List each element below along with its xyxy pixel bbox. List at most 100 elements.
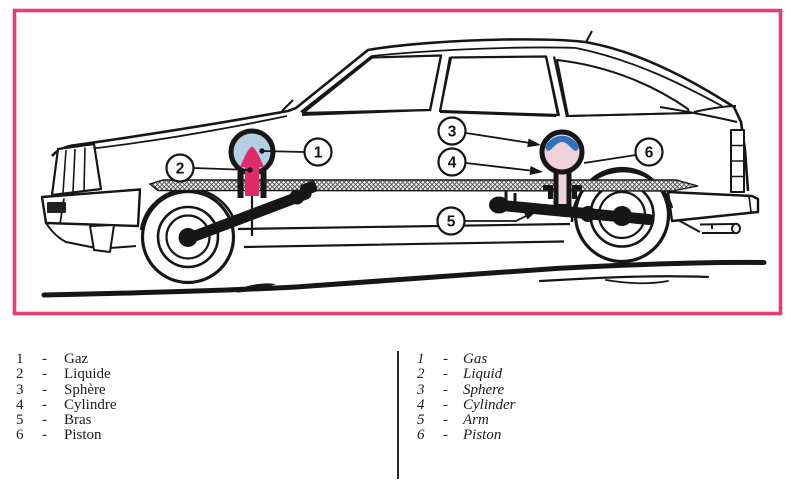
legend-dash: - xyxy=(42,396,47,413)
legend-label: Liquide xyxy=(64,366,111,383)
frame-border xyxy=(12,8,783,316)
rear-piston-liquid xyxy=(558,170,567,204)
front-wheel xyxy=(140,189,236,285)
legend-label: Liquid xyxy=(463,366,503,383)
legend-dash: - xyxy=(443,412,448,429)
legend-dash: - xyxy=(443,427,448,444)
roof-inner-line xyxy=(371,46,577,57)
legend-en-row-6: 6 -Piston xyxy=(417,427,516,444)
legend-dash: - xyxy=(42,351,47,367)
rear-bumper xyxy=(666,190,760,223)
rear-sphere xyxy=(539,129,585,175)
callout-4: 4 xyxy=(437,147,543,177)
legend-label: Arm xyxy=(463,412,489,429)
legend-label: Piston xyxy=(463,427,502,444)
suspension-mechanicals xyxy=(178,165,655,247)
c-pillar xyxy=(544,55,569,118)
legend-label: Gaz xyxy=(64,351,89,367)
rear-door-window xyxy=(438,55,560,117)
body-outline xyxy=(51,38,750,192)
wiper xyxy=(281,99,294,112)
rocker-line-upper xyxy=(237,222,571,231)
legend-label: Cylinder xyxy=(463,396,516,413)
callout-5-arrow xyxy=(523,210,537,220)
callout-4-number: 4 xyxy=(448,155,457,172)
legend-fr-row-5: 5-Bras xyxy=(16,412,117,429)
front-hub xyxy=(178,228,198,247)
legend-en-row-3: 3-Sphere xyxy=(417,381,516,398)
legend-en-row-2: 2 -Liquid xyxy=(417,366,516,383)
legend-dash: - xyxy=(42,412,47,429)
rocker-line-lower xyxy=(243,240,565,249)
legend-en-row-1: 1 -Gas xyxy=(417,351,516,367)
hood-crease xyxy=(79,115,288,151)
rear-mudflap xyxy=(677,219,701,233)
callout-2-number: 2 xyxy=(176,161,185,178)
legend-dash: - xyxy=(443,351,448,367)
front-suspension-arm xyxy=(181,180,318,245)
callout-6-number: 6 xyxy=(645,145,654,162)
beltline xyxy=(301,105,737,117)
legend-fr-row-4: 4-Cylindre xyxy=(16,396,117,413)
callout-4-arrow xyxy=(529,166,543,175)
legend-number: 2 xyxy=(16,366,24,383)
legend-number: 5 xyxy=(417,412,425,429)
callout-1-dot xyxy=(259,148,265,154)
callout-3: 3 xyxy=(437,116,541,148)
front-bumper xyxy=(40,188,142,228)
legend-dash: - xyxy=(42,366,47,383)
legend-divider xyxy=(397,351,399,479)
legend-number: 6 xyxy=(16,427,24,444)
legend-fr-row-2: 2 -Liquide xyxy=(16,366,117,383)
front-underline xyxy=(109,245,137,249)
legend-number: 1 xyxy=(417,351,425,367)
legend-number: 3 xyxy=(417,381,425,398)
taillight-segments xyxy=(731,144,744,178)
legend-dash: - xyxy=(443,366,448,383)
callout-1-number: 1 xyxy=(314,145,323,162)
legend-en-row-4: 4-Cylinder xyxy=(417,396,516,413)
callout-3-number: 3 xyxy=(448,124,457,141)
legend-label: Gas xyxy=(463,351,488,367)
callout-2: 2 xyxy=(165,153,253,183)
rear-hub xyxy=(612,206,632,226)
legend-number: 4 xyxy=(16,396,24,413)
legend-number: 5 xyxy=(16,412,24,429)
front-valance xyxy=(45,222,97,249)
legend-label: Sphere xyxy=(463,381,505,398)
callout-6: 6 xyxy=(583,137,664,167)
rear-cylinder-flanges xyxy=(543,185,582,199)
car-suspension-diagram: 1 2 3 4 5 6 xyxy=(12,8,783,316)
front-cylinder-wall-right xyxy=(260,171,267,198)
callout-1: 1 xyxy=(259,137,333,167)
front-cylinder-wall-left xyxy=(237,171,244,198)
legend-en-row-5: 5 -Arm xyxy=(417,412,516,429)
legend-english: 1-Gas 2-Liquid 3-Sphere 4-Cylinder 5-Arm… xyxy=(417,351,516,444)
road xyxy=(41,259,767,298)
rear-sphere-gas xyxy=(545,135,579,151)
callouts: 1 2 3 4 5 6 xyxy=(165,116,664,236)
exhaust-tip xyxy=(731,222,741,235)
legend-fr-row-3: 3-Sphère xyxy=(16,381,117,398)
quarter-window xyxy=(556,59,690,117)
legend-fr-row-6: 6-Piston xyxy=(16,427,117,444)
callout-5-number: 5 xyxy=(447,214,456,231)
rear-bumper-cap-line xyxy=(748,195,752,213)
legend-french: 1-Gaz 2-Liquide 3-Sphère 4-Cylindre 5-Br… xyxy=(16,351,117,444)
legend-dash: - xyxy=(42,427,47,444)
callout-5: 5 xyxy=(436,206,537,236)
chassis-plate xyxy=(148,179,699,192)
callout-2-dot xyxy=(247,167,253,173)
headlight-lines xyxy=(62,147,86,194)
legend-fr-row-1: 1 - Gaz xyxy=(16,351,117,367)
front-flap xyxy=(89,224,115,253)
legend-dash: - xyxy=(443,396,448,413)
front-bumper-pad xyxy=(47,202,66,213)
legend-number: 6 xyxy=(417,427,425,444)
legend-number: 1 xyxy=(16,351,24,367)
legend-number: 2 xyxy=(417,366,425,383)
legend-number: 3 xyxy=(16,381,24,398)
legend-dash: - xyxy=(42,381,47,398)
headlight xyxy=(50,142,103,197)
